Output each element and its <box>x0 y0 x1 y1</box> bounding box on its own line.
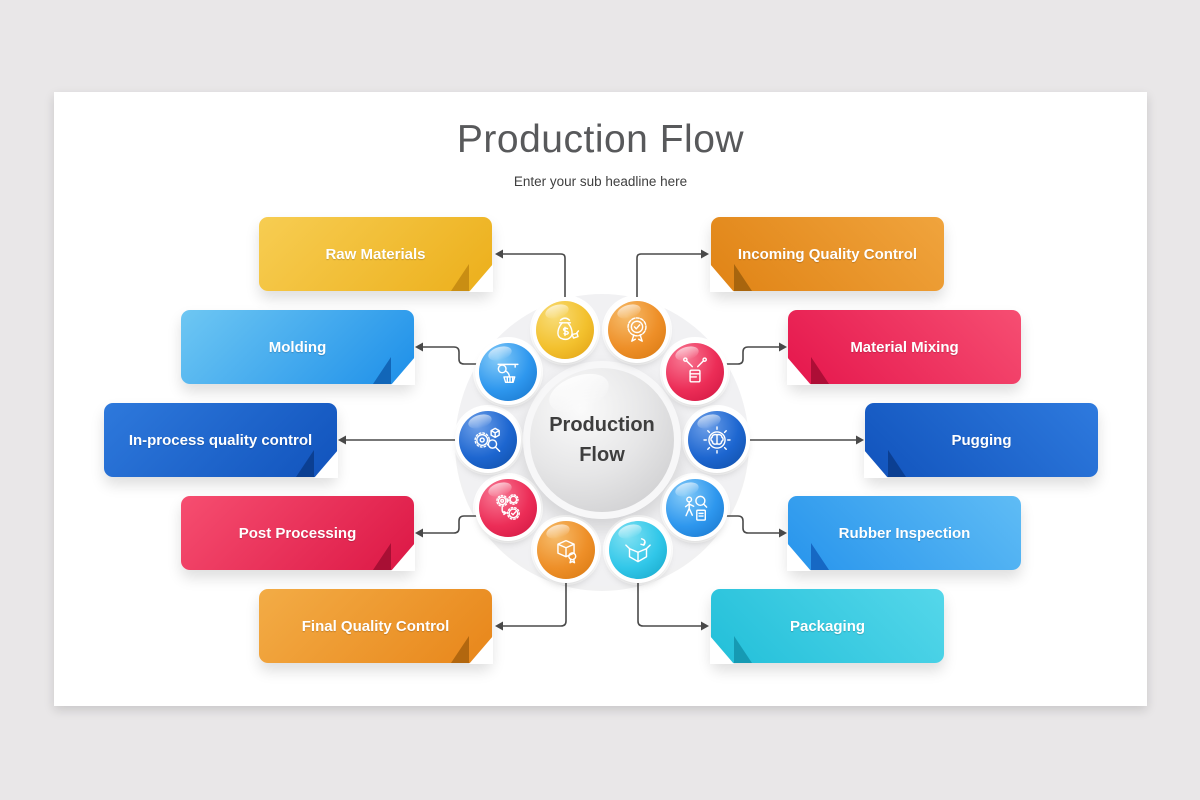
corner-cut <box>710 264 734 292</box>
node-box-post-processing: Post Processing <box>181 496 415 571</box>
icon-circle-molding <box>479 343 537 401</box>
center-hub: Production Flow <box>523 361 681 519</box>
corner-cut <box>469 636 493 664</box>
icon-circle-pugging <box>688 411 746 469</box>
node-label: Material Mixing <box>850 338 959 356</box>
node-box-packaging: Packaging <box>710 589 944 664</box>
gear-brain-icon <box>703 426 731 454</box>
fold-corner <box>888 450 906 477</box>
corner-cut <box>469 264 493 292</box>
fold-corner <box>734 264 752 291</box>
center-hub-label: Production Flow <box>549 414 655 466</box>
icon-circle-post-processing <box>479 479 537 537</box>
node-label: Pugging <box>951 431 1012 449</box>
fold-corner <box>811 543 829 570</box>
crane-pour-icon <box>497 363 519 384</box>
elbow-connectors <box>338 249 864 631</box>
node-box-molding: Molding <box>181 310 415 385</box>
node-label: Raw Materials <box>325 245 426 263</box>
icon-circle-inprocess-quality-control <box>459 411 517 469</box>
gears-flow-icon <box>496 494 520 520</box>
node-box-rubber-inspection: Rubber Inspection <box>787 496 1021 571</box>
corner-cut <box>391 357 415 385</box>
node-box-pugging: Pugging <box>864 403 1098 478</box>
fold-corner <box>451 264 469 291</box>
node-box-incoming-quality-control: Incoming Quality Control <box>710 217 944 292</box>
fold-corner <box>734 636 752 663</box>
icon-circle-incoming-quality-control <box>608 301 666 359</box>
node-label: Post Processing <box>238 524 357 542</box>
slide-canvas: Production Flow Enter your sub headline … <box>54 92 1147 706</box>
fold-corner <box>811 357 829 384</box>
node-box-raw-materials: Raw Materials <box>259 217 493 292</box>
icon-circle-packaging <box>609 521 667 579</box>
badge-check-icon <box>627 317 647 342</box>
node-box-material-mixing: Material Mixing <box>787 310 1021 385</box>
corner-cut <box>787 357 811 385</box>
icon-circle-final-quality-control <box>537 521 595 579</box>
page-subtitle: Enter your sub headline here <box>513 174 688 189</box>
corner-cut <box>787 543 811 571</box>
node-label: Packaging <box>789 617 866 635</box>
node-label: Molding <box>268 338 327 356</box>
corner-cut <box>314 450 338 478</box>
icon-circle-rubber-inspection <box>666 479 724 537</box>
corner-cut <box>864 450 888 478</box>
node-box-final-quality-control: Final Quality Control <box>259 589 493 664</box>
page-title: Production Flow <box>456 118 745 161</box>
node-label: Incoming Quality Control <box>737 245 918 263</box>
node-label: Final Quality Control <box>301 617 450 635</box>
fold-corner <box>451 636 469 663</box>
node-label: Rubber Inspection <box>838 524 971 542</box>
node-label: In-process quality control <box>128 431 313 449</box>
box-badge-icon <box>557 539 577 564</box>
node-box-inprocess-quality-control: In-process quality control <box>104 403 338 478</box>
beaker-droppers-icon <box>683 357 707 383</box>
gear-cube-magnifier-icon <box>474 427 501 452</box>
icon-circle-material-mixing <box>666 343 724 401</box>
corner-cut <box>710 636 734 664</box>
fold-corner <box>296 450 314 477</box>
sack-icon <box>557 317 580 341</box>
person-inspect-icon <box>684 495 708 521</box>
icon-circle-raw-materials <box>536 301 594 359</box>
corner-cut <box>391 543 415 571</box>
fold-corner <box>373 543 391 570</box>
open-box-arrow-icon <box>625 538 651 563</box>
fold-corner <box>373 357 391 384</box>
